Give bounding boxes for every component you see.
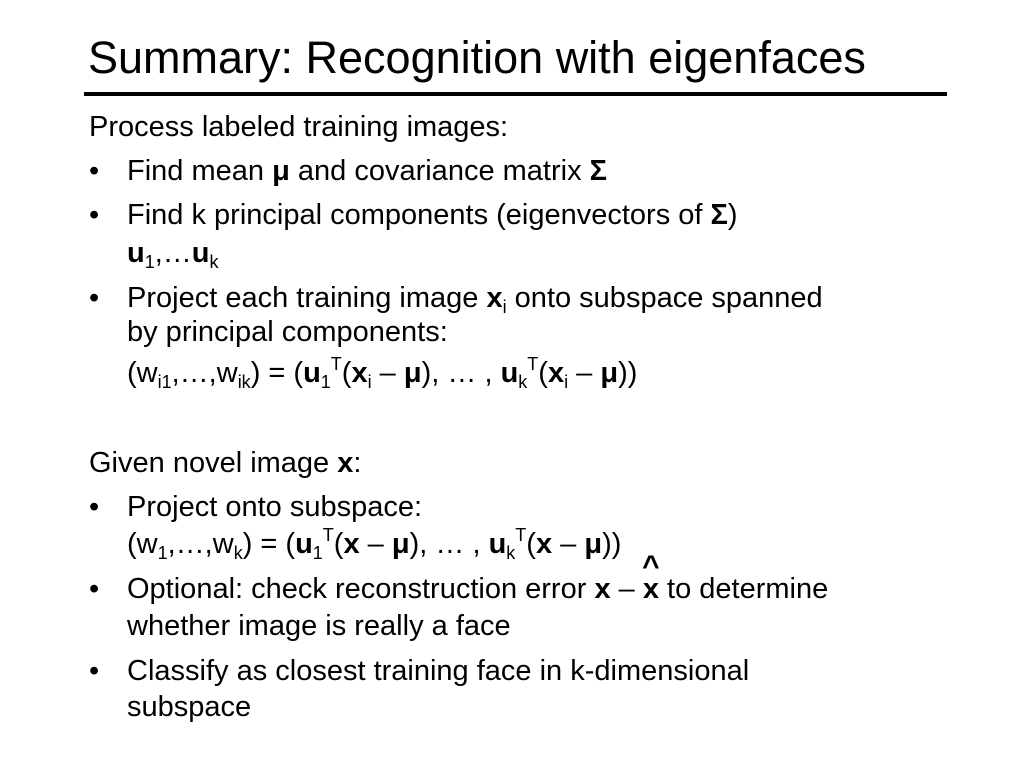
bullet-find-mean: Find mean μ and covariance matrix Σ	[127, 155, 608, 187]
title-divider	[84, 92, 947, 96]
section2-heading: Given novel image x:	[89, 447, 362, 479]
bullet-reconstruction-error: Optional: check reconstruction error x –…	[127, 550, 829, 606]
bullet-marker: •	[89, 491, 100, 523]
bullet-marker: •	[89, 655, 100, 687]
bullet-marker: •	[89, 282, 100, 314]
bullet-marker: •	[89, 573, 100, 605]
bullet-reconstruction-error-line2: whether image is really a face	[127, 610, 511, 642]
bullet-project-training: Project each training image xi onto subs…	[127, 282, 823, 317]
section1-heading: Process labeled training images:	[89, 111, 509, 143]
bullet-classify: Classify as closest training face in k-d…	[127, 655, 750, 687]
novel-projection-equation: (w1,…,wk) = (u1T(x – μ), … , ukT(x – μ))	[127, 525, 622, 563]
eigenvector-list: u1,…uk	[127, 237, 219, 272]
bullet-classify-line2: subspace	[127, 691, 252, 723]
x-hat: ^x	[642, 550, 660, 606]
bullet-marker: •	[89, 199, 100, 231]
bullet-project-novel: Project onto subspace:	[127, 491, 423, 523]
hat-accent: ^	[642, 550, 660, 583]
bullet-marker: •	[89, 155, 100, 187]
bullet-principal-components: Find k principal components (eigenvector…	[127, 199, 738, 231]
bullet-project-training-line2: by principal components:	[127, 316, 448, 348]
training-projection-equation: (wi1,…,wik) = (u1T(xi – μ), … , ukT(xi –…	[127, 354, 638, 392]
slide-title: Summary: Recognition with eigenfaces	[88, 32, 866, 83]
